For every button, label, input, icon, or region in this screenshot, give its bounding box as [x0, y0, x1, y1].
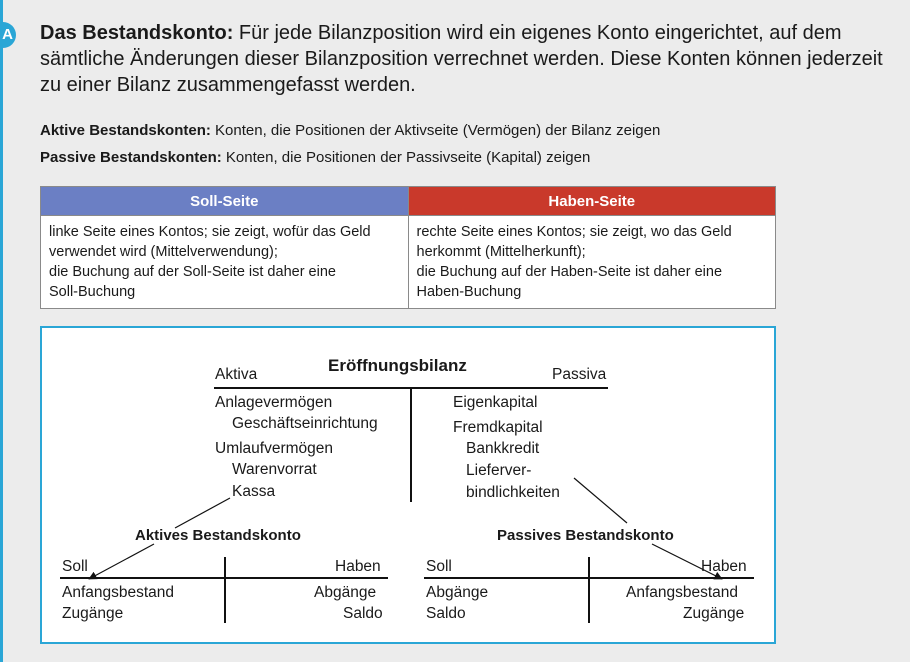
soll-line: Soll-Buchung — [49, 284, 136, 300]
intro-text: Für jede Bilanzposition wird ein eigenes… — [40, 22, 883, 96]
passives-left-entry: Saldo — [426, 605, 466, 622]
haben-line: rechte Seite eines Kontos; sie zeigt, wo… — [416, 224, 732, 240]
bilanz-right-item: bindlichkeiten — [466, 484, 560, 501]
soll-header: Soll-Seite — [40, 186, 409, 216]
passives-konto-title: Passives Bestandskonto — [497, 527, 674, 544]
bilanz-horizontal-line — [214, 387, 608, 389]
definition-passiv-term: Passive Bestandskonten: — [40, 149, 222, 166]
bilanz-left-item: Warenvorrat — [232, 461, 317, 478]
kassa-to-aktives-arrow — [174, 497, 231, 529]
bilanz-right-item: Fremdkapital — [453, 419, 543, 436]
soll-line: verwendet wird (Mittelverwendung); — [49, 244, 278, 260]
bilanz-right-item: Liefer­ver- — [466, 462, 532, 479]
chapter-marker-icon: A — [0, 22, 16, 48]
passives-konto-vertical — [588, 557, 590, 623]
passives-right-entry: Anfangsbestand — [626, 584, 739, 601]
aktives-konto-title: Aktives Bestandskonto — [135, 527, 301, 544]
passives-haben-label: Haben — [701, 558, 747, 575]
definition-aktiv-text: Konten, die Positionen der Aktivseite (V… — [210, 122, 661, 139]
bilanz-left-item: Geschäftseinrichtung — [232, 415, 378, 432]
soll-haben-table: Soll-Seite Haben-Seite linke Seite eines… — [40, 186, 776, 309]
accent-bar — [0, 0, 3, 662]
aktives-haben-label: Haben — [335, 558, 381, 575]
haben-line: Haben-Buchung — [416, 284, 522, 300]
bilanz-vertical-line — [410, 388, 412, 502]
aktives-left-entry: Zugänge — [62, 605, 124, 622]
passiva-label: Passiva — [552, 366, 607, 383]
aktives-soll-label: Soll — [62, 558, 88, 575]
soll-line: die Buchung auf der Soll-Seite ist daher… — [49, 264, 336, 280]
bilanz-right-item: Eigenkapital — [453, 394, 538, 411]
soll-description: linke Seite eines Kontos; sie zeigt, wof… — [40, 215, 409, 309]
bilanz-left-item: Anlagevermögen — [215, 394, 333, 411]
liefer-to-passives-arrow — [573, 477, 628, 524]
haben-description: rechte Seite eines Kontos; sie zeigt, wo… — [407, 215, 776, 309]
definition-aktiv-term: Aktive Bestandskonten: — [40, 122, 211, 139]
passives-left-entry: Abgänge — [426, 584, 489, 601]
haben-line: herkommt (Mittelherkunft); — [416, 244, 586, 260]
arrows-overlay — [88, 477, 723, 580]
soll-line: linke Seite eines Kontos; sie zeigt, wof… — [49, 224, 371, 240]
definition-passiv: Passive Bestandskonten: Konten, die Posi… — [40, 149, 590, 166]
aktives-right-entry: Saldo — [343, 605, 383, 622]
bilanz-diagram: Eröffnungsbilanz Aktiva Passiva Anlageve… — [40, 326, 776, 644]
passives-right-entry: Zugänge — [683, 605, 745, 622]
aktives-konto-vertical — [224, 557, 226, 623]
aktives-to-soll-arrow — [88, 543, 155, 580]
aktives-right-entry: Abgänge — [314, 584, 377, 601]
intro-paragraph: Das Bestandskonto: Für jede Bilanzpositi… — [40, 20, 890, 98]
bilanz-title: Eröffnungsbilanz — [328, 356, 467, 375]
definition-passiv-text: Konten, die Positionen der Passivseite (… — [221, 149, 591, 166]
definition-aktiv: Aktive Bestandskonten: Konten, die Posit… — [40, 122, 660, 139]
aktiva-label: Aktiva — [215, 366, 258, 383]
aktives-left-entry: Anfangsbestand — [62, 584, 175, 601]
intro-term: Das Bestandskonto: — [40, 22, 234, 44]
bilanz-left-item: Umlaufvermögen — [215, 440, 334, 457]
bilanz-right-item: Bankkredit — [466, 440, 540, 457]
passives-soll-label: Soll — [426, 558, 452, 575]
bilanz-left-item: Kassa — [232, 483, 276, 500]
haben-header: Haben-Seite — [407, 186, 776, 216]
haben-line: die Buchung auf der Haben-Seite ist dahe… — [416, 264, 723, 280]
passives-to-haben-arrow — [651, 543, 723, 580]
